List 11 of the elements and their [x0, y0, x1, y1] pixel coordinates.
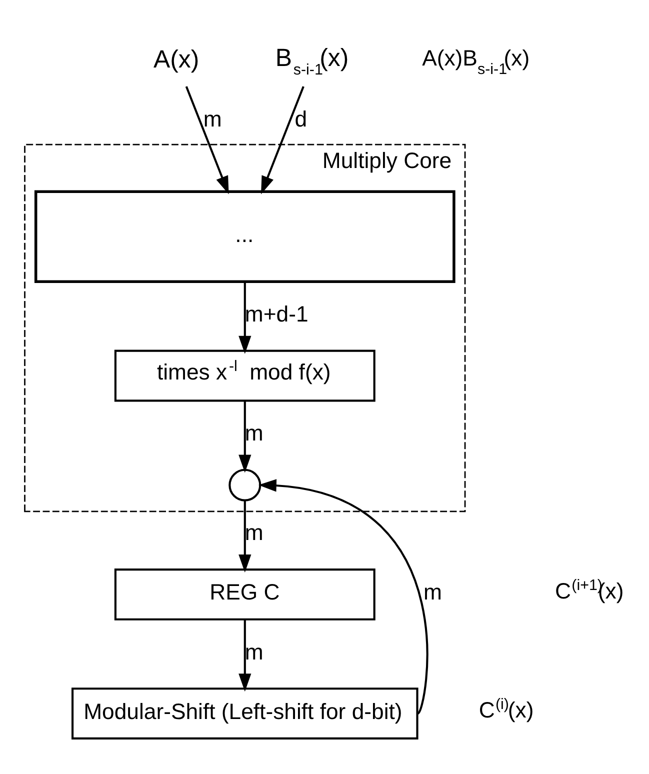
- edge-label: m: [244, 638, 264, 664]
- edge-label: d: [294, 106, 308, 131]
- node-text: B$_{s-i-1}$(x): [275, 44, 349, 78]
- label: C$^{(i)}$(x): [478, 695, 534, 722]
- edge-label: m: [244, 520, 264, 545]
- edge-label: m: [423, 579, 442, 604]
- label: A(x)B$_{s-i-1}$(x): [422, 44, 530, 78]
- node-text: A(x): [154, 45, 200, 74]
- edge-label: m: [244, 420, 264, 446]
- edge-label: m: [203, 106, 222, 131]
- edge-label: m+d-1: [244, 300, 308, 326]
